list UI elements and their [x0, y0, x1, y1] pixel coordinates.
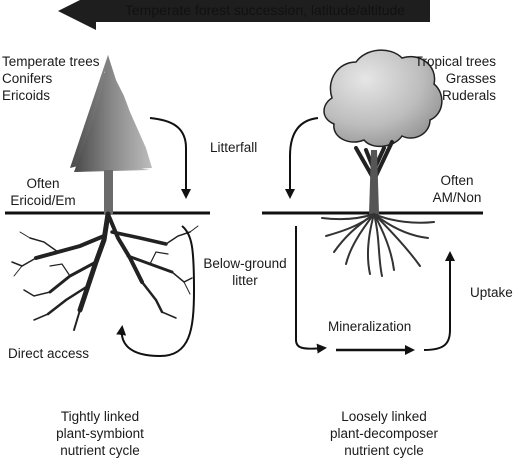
right-plant-type: Tropical trees: [414, 54, 496, 69]
left-mycorrhiza-label: Often Ericoid/Em: [0, 175, 86, 209]
broadleaf-roots: [321, 213, 435, 277]
left-litterfall-arrow: [149, 117, 191, 199]
succession-banner-label: Temperate forest succession, latitude/al…: [124, 2, 406, 18]
left-mycorrhiza-line: Often: [26, 176, 60, 191]
left-below-ground-arrow: [116, 225, 196, 358]
conifer-tree: [70, 55, 152, 214]
right-below-ground-arrow: [295, 226, 327, 354]
left-cycle-line: plant-symbiont: [56, 426, 144, 441]
direct-access-label: Direct access: [8, 346, 90, 361]
uptake-arrow: [423, 251, 455, 351]
right-mycorrhiza-line: AM/Non: [432, 190, 482, 205]
right-plant-type: Ruderals: [441, 88, 496, 103]
right-cycle-line: Loosely linked: [341, 409, 427, 424]
left-cycle-label: Tightly linked plant-symbiont nutrient c…: [34, 408, 166, 459]
below-ground-line: Below-ground: [203, 256, 287, 271]
left-plant-type: Temperate trees: [2, 54, 100, 69]
mineralization-label: Mineralization: [328, 319, 412, 334]
conifer-roots: [11, 211, 199, 331]
right-cycle-line: nutrient cycle: [344, 443, 424, 458]
below-ground-litter-label: Below-ground litter: [196, 255, 294, 289]
below-ground-line: litter: [232, 273, 258, 288]
left-cycle-line: Tightly linked: [60, 409, 140, 424]
litterfall-label: Litterfall: [210, 140, 258, 155]
succession-arrow: [58, 0, 430, 30]
right-cycle-line: plant-decomposer: [329, 426, 439, 441]
left-cycle-line: nutrient cycle: [60, 443, 140, 458]
right-mycorrhiza-label: Often AM/Non: [418, 172, 496, 206]
right-litterfall-arrow: [285, 117, 319, 199]
right-plant-types: Tropical trees Grasses Ruderals: [415, 53, 496, 104]
left-mycorrhiza-line: Ericoid/Em: [10, 193, 76, 208]
left-plant-type: Ericoids: [2, 88, 51, 103]
broadleaf-tree: [323, 49, 443, 216]
right-mycorrhiza-line: Often: [440, 173, 474, 188]
left-plant-type: Conifers: [2, 71, 53, 86]
right-cycle-label: Loosely linked plant-decomposer nutrient…: [314, 408, 454, 459]
right-plant-type: Grasses: [445, 71, 496, 86]
left-plant-types: Temperate trees Conifers Ericoids: [2, 53, 100, 104]
uptake-label: Uptake: [470, 285, 513, 300]
